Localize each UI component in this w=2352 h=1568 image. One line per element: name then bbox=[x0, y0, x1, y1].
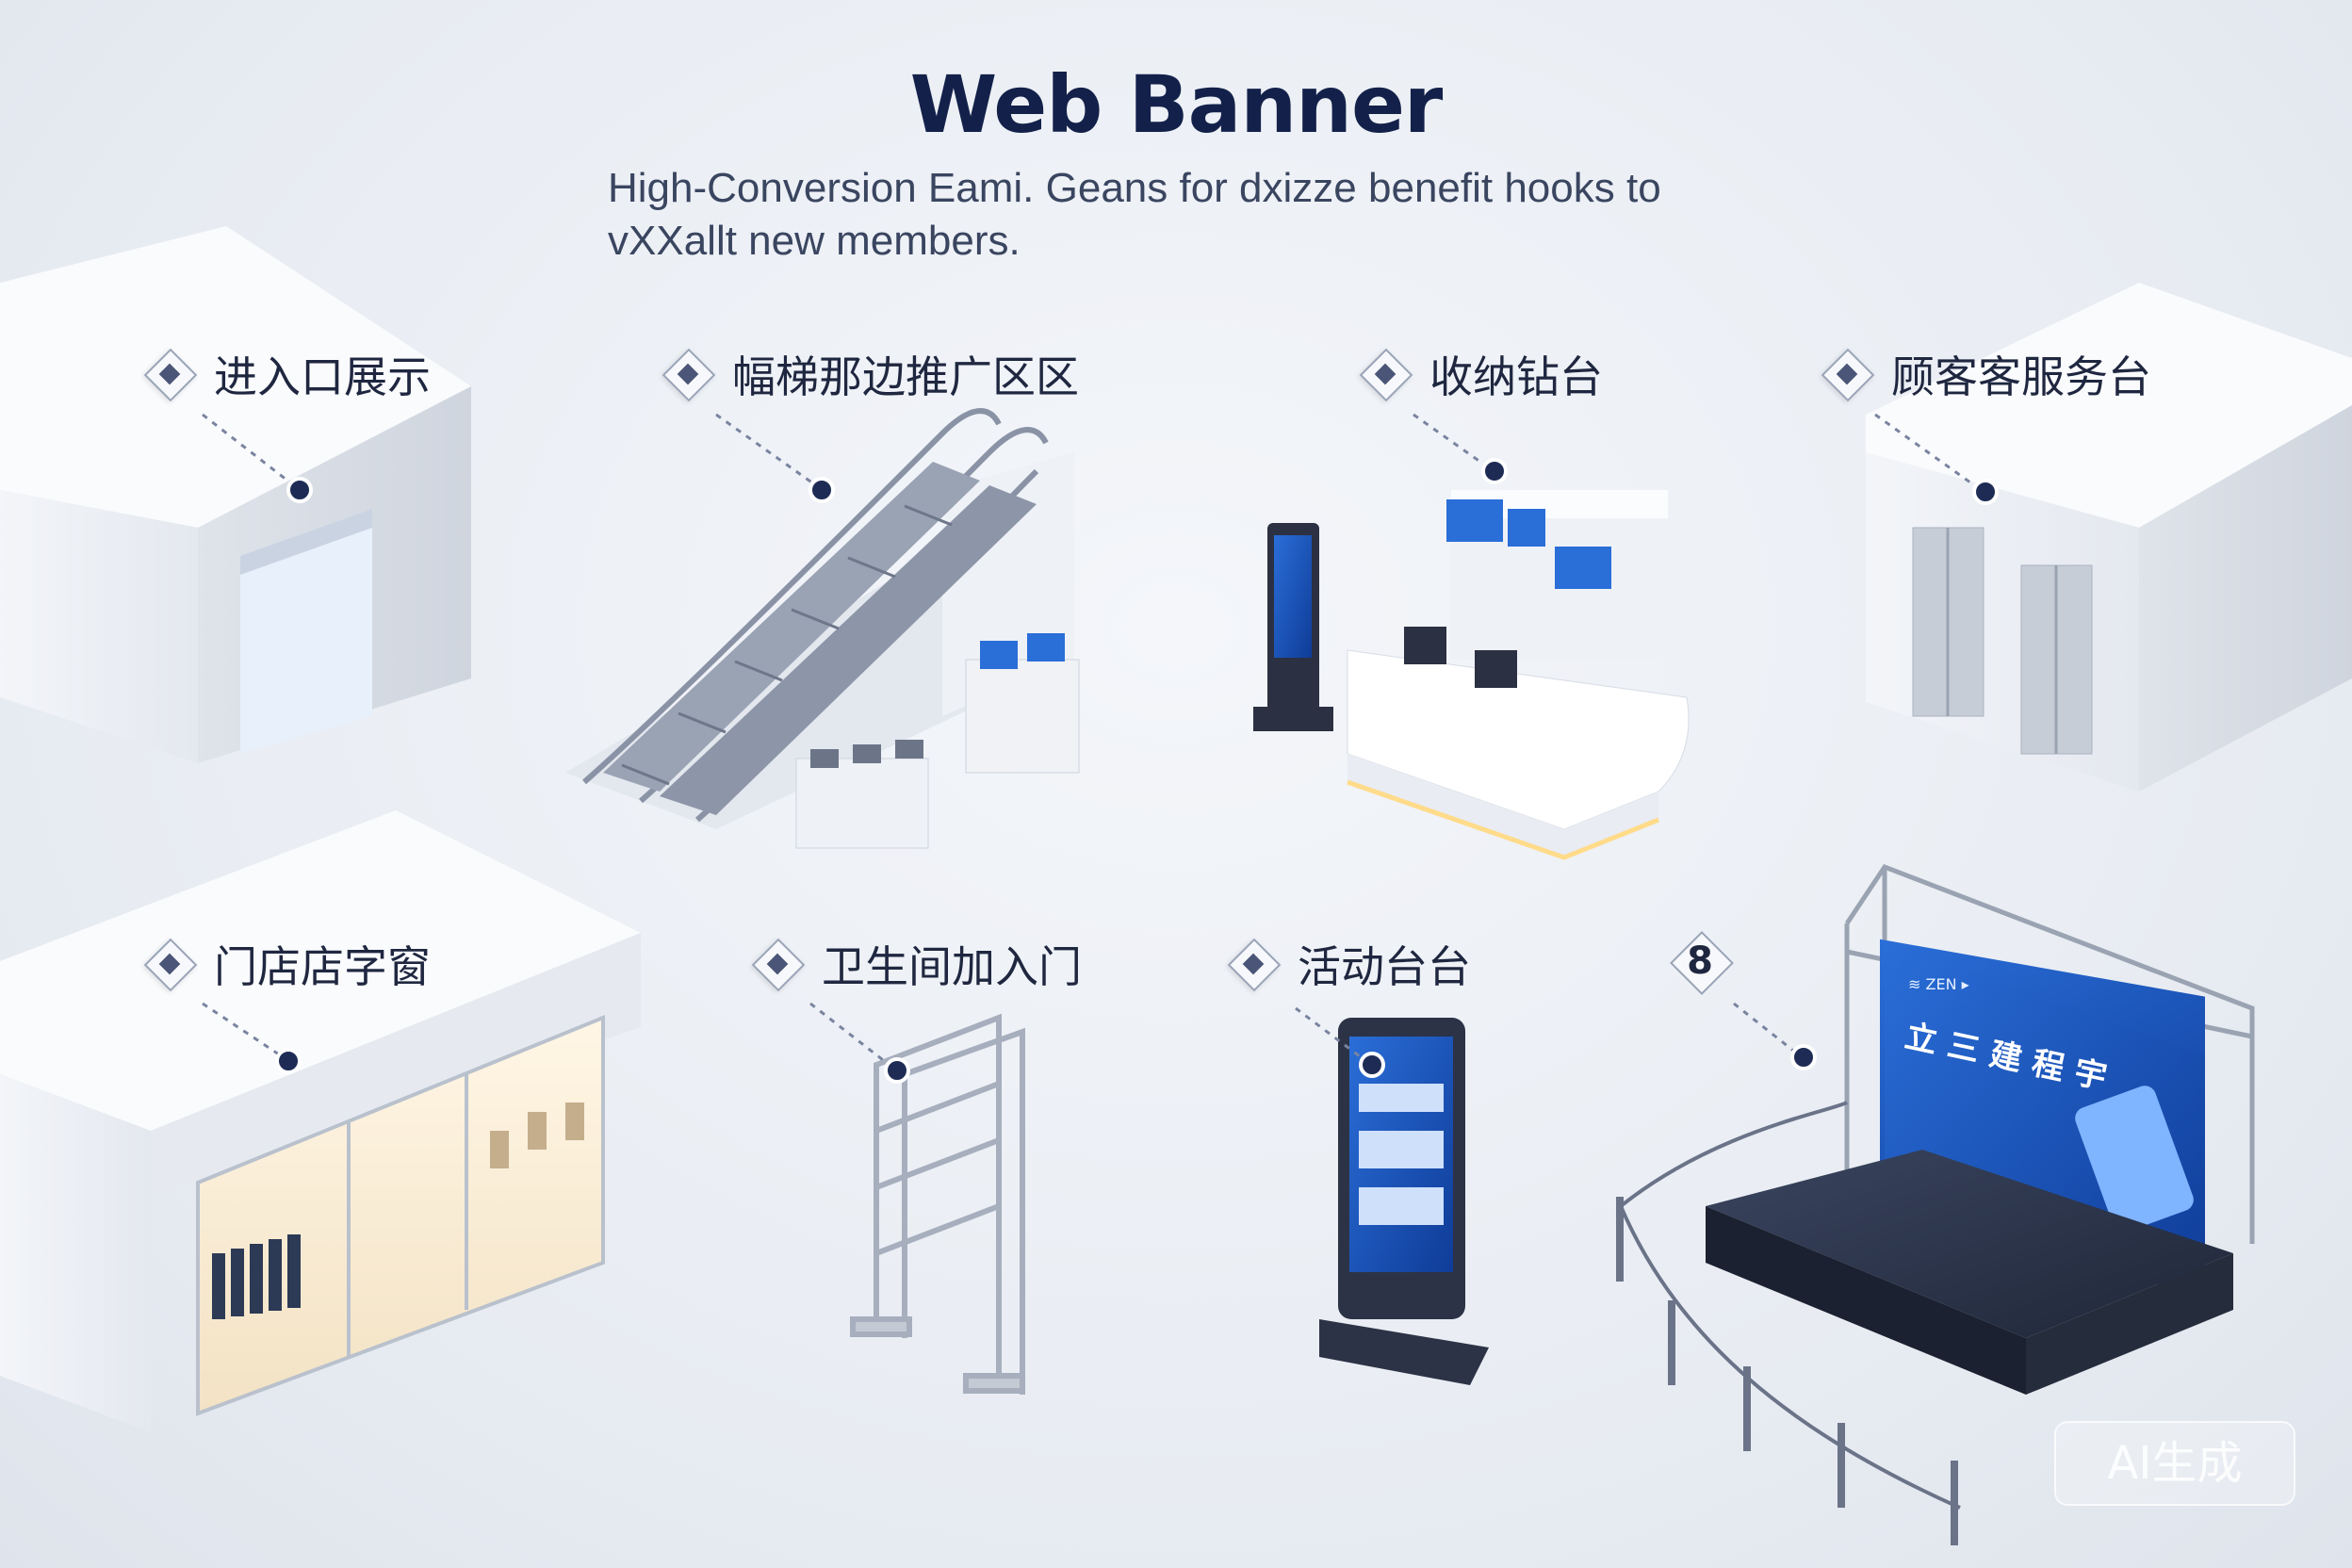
location-label-event-stand: 活动台台 bbox=[1230, 933, 1471, 995]
digital-standee bbox=[1319, 1018, 1489, 1385]
diamond-marker-icon bbox=[664, 351, 711, 398]
ai-generated-watermark: AI生成 bbox=[2054, 1421, 2295, 1506]
diamond-marker-icon bbox=[1362, 351, 1409, 398]
location-label-text: 卫生间加入门 bbox=[822, 941, 1082, 992]
diamond-marker-icon bbox=[1823, 351, 1870, 398]
subtitle-line-1: High-Conversion Eami. Geans for dxizze b… bbox=[608, 165, 1661, 211]
location-label-escalator: 幅梯那边推广区区 bbox=[664, 343, 1079, 405]
diamond-marker-icon bbox=[1230, 940, 1277, 988]
anchor-dots bbox=[275, 458, 1999, 1084]
number-marker-icon: 8 bbox=[1670, 931, 1730, 991]
storefront-block bbox=[0, 810, 641, 1432]
location-label-text: 活动台台 bbox=[1298, 941, 1471, 992]
location-label-text: 进入口展示 bbox=[214, 351, 431, 402]
location-label-restroom-gate: 卫生间加入门 bbox=[754, 933, 1082, 995]
banner-subtitle: High-Conversion Eami. Geans for dxizze b… bbox=[608, 162, 1833, 268]
location-label-text: 门店店字窗 bbox=[214, 941, 431, 992]
entrance-block bbox=[0, 226, 471, 763]
subtitle-line-2: vXXallt new members. bbox=[608, 218, 1021, 264]
escalator-area bbox=[565, 408, 1080, 849]
reception-counter bbox=[1253, 490, 1690, 860]
stage-screen-brand: ≋ ZEN ▸ bbox=[1908, 975, 1969, 993]
location-label-text: 幅梯那边推广区区 bbox=[732, 351, 1079, 402]
location-label-text: 收纳钻台 bbox=[1429, 351, 1603, 402]
location-label-stage: 8 bbox=[1670, 931, 1730, 991]
gate-frame bbox=[850, 1013, 1025, 1395]
location-label-text: 顾客客服务台 bbox=[1891, 351, 2151, 402]
banner-title: Web Banner bbox=[909, 58, 1444, 151]
leader-lines bbox=[202, 413, 1984, 1071]
event-stage: ≋ ZEN ▸ 立 三 建 程 宇 bbox=[1616, 863, 2255, 1545]
location-label-entrance: 进入口展示 bbox=[146, 343, 431, 405]
location-label-service-desk: 顾客客服务台 bbox=[1823, 343, 2151, 405]
location-label-storefront: 门店店字窗 bbox=[146, 933, 431, 995]
diamond-marker-icon bbox=[146, 351, 193, 398]
service-block bbox=[1866, 283, 2352, 792]
diamond-marker-icon bbox=[146, 940, 193, 988]
location-label-counter: 收纳钻台 bbox=[1362, 343, 1603, 405]
diamond-marker-icon bbox=[754, 940, 801, 988]
